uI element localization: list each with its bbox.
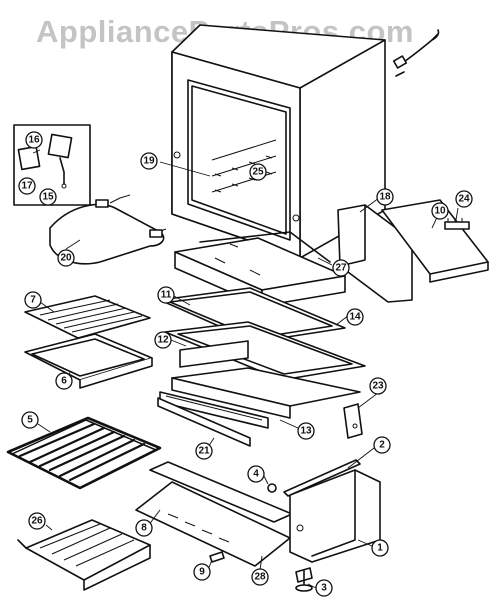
callout-label: 10 <box>434 206 446 217</box>
callout-8: 8 <box>135 519 153 537</box>
callout-16: 16 <box>25 131 43 149</box>
wire-harness <box>392 29 440 77</box>
callout-label: 1 <box>377 543 383 554</box>
callout-label: 18 <box>379 192 391 203</box>
callout-24: 24 <box>455 190 473 208</box>
drawer-side <box>289 469 381 563</box>
callout-17: 17 <box>18 177 36 195</box>
callout-13: 13 <box>297 422 315 440</box>
callout-label: 7 <box>30 295 36 306</box>
callout-15: 15 <box>39 188 57 206</box>
callout-4: 4 <box>247 465 265 483</box>
leveling-leg <box>295 567 313 592</box>
callout-label: 17 <box>21 181 33 192</box>
drawer-liner <box>171 367 361 419</box>
callout-label: 3 <box>321 583 327 594</box>
callout-label: 28 <box>254 572 266 583</box>
callout-label: 25 <box>252 167 264 178</box>
callout-label: 13 <box>300 426 312 437</box>
callout-1: 1 <box>371 539 389 557</box>
callout-18: 18 <box>376 188 394 206</box>
callout-23: 23 <box>369 377 387 395</box>
callout-label: 27 <box>335 263 347 274</box>
callout-10: 10 <box>431 202 449 220</box>
callout-26: 26 <box>28 512 46 530</box>
callout-label: 16 <box>28 135 40 146</box>
mounting-bracket <box>381 199 489 283</box>
callout-label: 9 <box>199 567 205 578</box>
callout-25: 25 <box>249 163 267 181</box>
small-clip <box>209 551 225 563</box>
callout-19: 19 <box>140 152 158 170</box>
broil-pan <box>24 333 153 389</box>
broiler-drawer-rack <box>17 519 151 591</box>
callout-label: 23 <box>372 381 384 392</box>
callout-11: 11 <box>157 286 175 304</box>
callout-label: 21 <box>198 446 210 457</box>
callout-label: 11 <box>161 290 172 301</box>
callout-label: 14 <box>349 312 361 323</box>
drawer-clip <box>343 403 363 439</box>
screw-part <box>267 483 277 493</box>
callout-label: 5 <box>27 415 33 426</box>
callout-28: 28 <box>251 568 269 586</box>
callout-label: 2 <box>379 440 385 451</box>
drawer-glide <box>283 459 361 497</box>
oven-bottom-tray <box>164 321 366 381</box>
oven-rack <box>6 416 162 490</box>
callout-6: 6 <box>55 372 73 390</box>
callout-3: 3 <box>315 579 333 597</box>
callout-12: 12 <box>154 331 172 349</box>
callout-label: 19 <box>143 156 155 167</box>
callout-label: 4 <box>253 469 259 480</box>
callout-label: 6 <box>61 376 67 387</box>
callout-9: 9 <box>193 563 211 581</box>
callout-5: 5 <box>21 411 39 429</box>
callout-7: 7 <box>24 291 42 309</box>
callout-label: 24 <box>458 194 470 205</box>
callout-label: 8 <box>141 523 147 534</box>
callout-label: 12 <box>157 335 169 346</box>
callout-14: 14 <box>346 308 364 326</box>
callout-label: 20 <box>60 253 72 264</box>
callout-21: 21 <box>195 442 213 460</box>
callout-label: 26 <box>31 516 43 527</box>
callout-27: 27 <box>332 259 350 277</box>
callout-20: 20 <box>57 249 75 267</box>
callout-2: 2 <box>373 436 391 454</box>
oven-cavity <box>171 24 386 259</box>
callout-label: 15 <box>42 192 54 203</box>
drawer-rail-left <box>157 397 251 447</box>
broil-pan-insert <box>24 295 151 339</box>
